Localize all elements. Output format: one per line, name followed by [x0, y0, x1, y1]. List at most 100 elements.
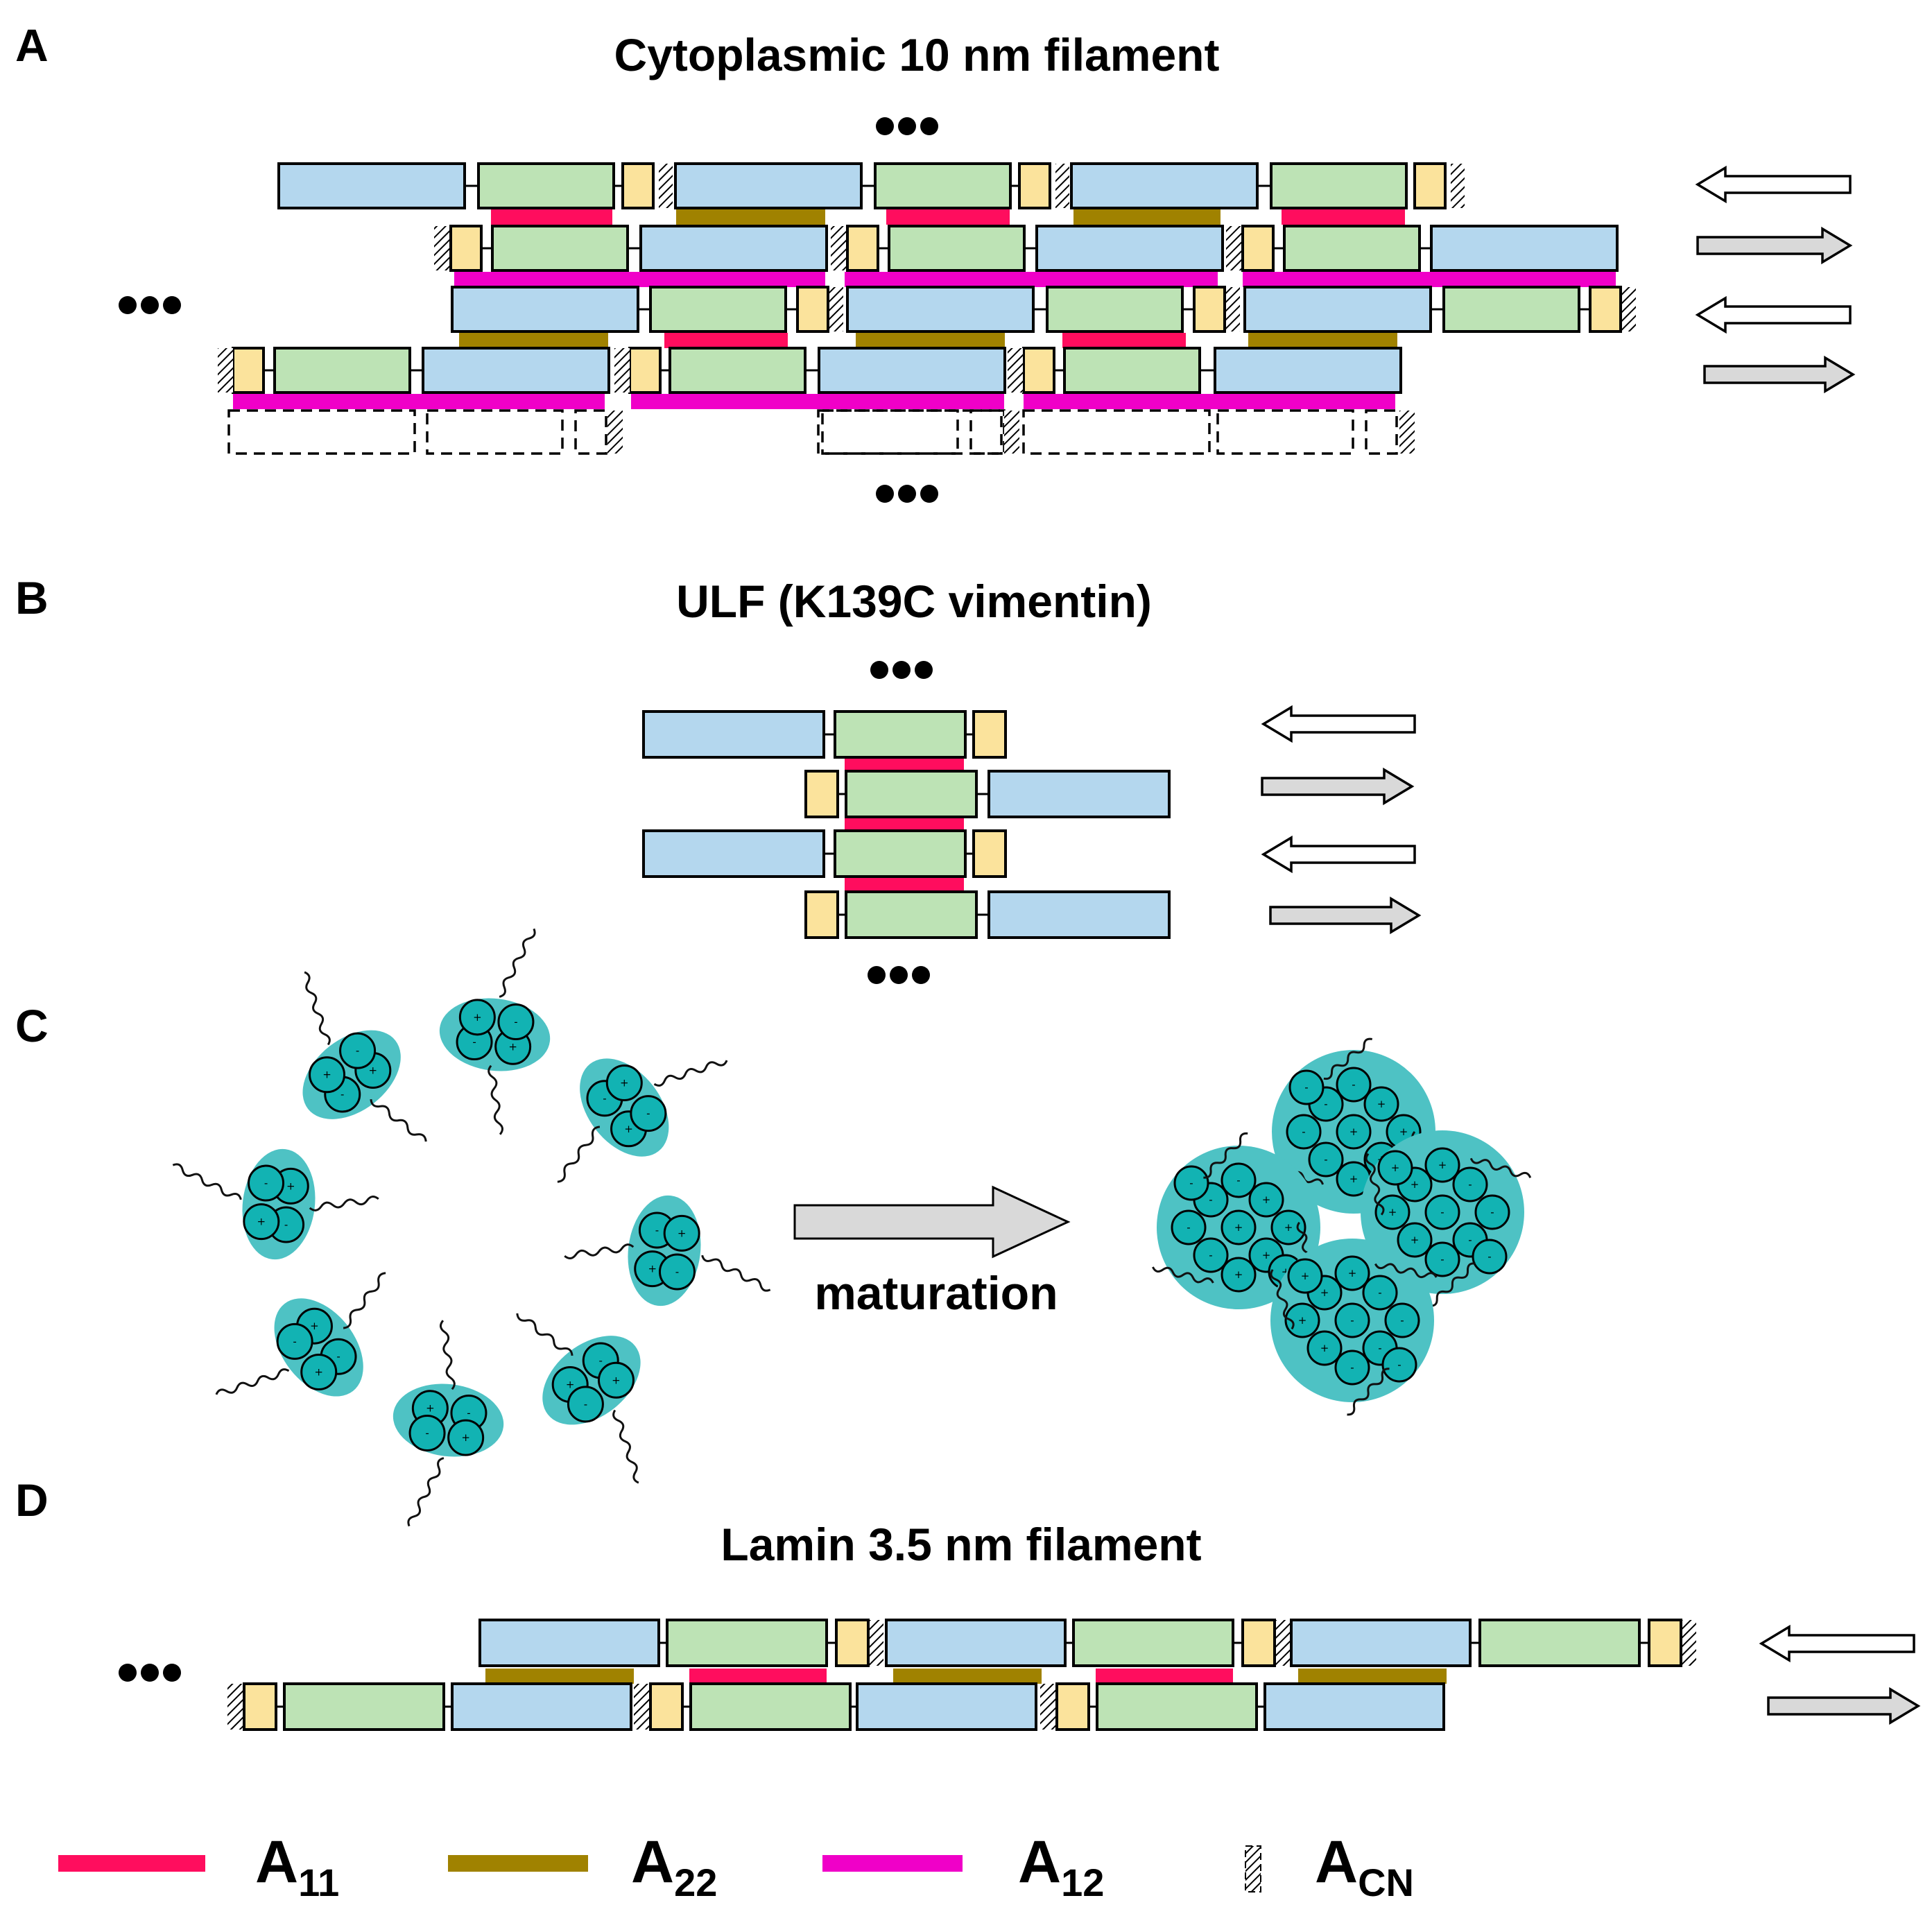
- ghost-segment: [817, 409, 1006, 455]
- tail-squiggle: [440, 1320, 456, 1390]
- charge-circle: [1424, 1194, 1460, 1230]
- charge-sign: -: [603, 1092, 606, 1105]
- segment-coil1: [1035, 225, 1224, 272]
- tail-squiggle: [653, 1060, 728, 1087]
- tail-squiggle: [1347, 1368, 1390, 1416]
- a11-bar: [689, 1669, 827, 1684]
- legend-acn-label: ACN: [1315, 1829, 1414, 1904]
- charge-sign: -: [356, 1044, 359, 1057]
- charge-sign: -: [467, 1406, 470, 1419]
- charge-sign: +: [473, 1011, 482, 1024]
- teal-lobe: [393, 1383, 504, 1457]
- charge-sign: +: [1320, 1286, 1329, 1299]
- segment-coil1: [1070, 162, 1259, 209]
- charge-circle: [597, 1361, 635, 1399]
- hatch-tick: [1055, 164, 1069, 208]
- charge-sign: +: [1262, 1249, 1271, 1261]
- segment-coil2: [1063, 347, 1201, 394]
- charge-sign: +: [1377, 1098, 1386, 1110]
- maturation-arrow-icon: [793, 1185, 1071, 1259]
- segment-coil1: [1263, 1682, 1445, 1731]
- charge-sign: -: [1490, 1206, 1494, 1218]
- charge-circle: [1288, 1069, 1325, 1105]
- segment-coil2: [1270, 162, 1408, 209]
- a11-bar: [886, 209, 1010, 225]
- tail-squiggle: [1374, 1263, 1438, 1279]
- charge-sign: -: [1487, 1250, 1491, 1263]
- panel-b-title: ULF (K139C vimentin): [676, 576, 1152, 627]
- tail-squiggle: [1365, 1153, 1385, 1216]
- direction-arrow-icon: [1261, 835, 1416, 874]
- charge-sign: -: [336, 1350, 340, 1363]
- charge-circle: [276, 1322, 313, 1360]
- charge-circle: [1363, 1086, 1399, 1122]
- segment-coil1: [885, 1619, 1067, 1667]
- ghost-segment: [574, 409, 607, 455]
- ellipsis-dots-icon: [876, 485, 938, 503]
- hatch-tick: [1226, 226, 1241, 270]
- segment-coil2: [888, 225, 1026, 272]
- tail-squiggle: [516, 1313, 573, 1356]
- a11-bar: [1096, 1669, 1233, 1684]
- a22-bar: [1248, 333, 1397, 348]
- panel-d-diagram: [119, 1619, 1921, 1731]
- segment-coil2: [477, 162, 615, 209]
- charge-sign: -: [1187, 1221, 1190, 1234]
- legend-a12-swatch: [822, 1855, 963, 1872]
- charge-sign: -: [293, 1335, 296, 1347]
- segment-coil1: [1430, 225, 1619, 272]
- segment-coil1: [1243, 286, 1432, 333]
- segment-head: [232, 347, 265, 394]
- a22-bar: [1073, 209, 1221, 225]
- charge-circle: [1334, 1350, 1370, 1386]
- dot: [141, 296, 159, 314]
- direction-arrow-icon: [1703, 355, 1856, 394]
- segment-head: [1589, 286, 1622, 333]
- segment-head: [1413, 162, 1447, 209]
- charge-sign: -: [1378, 1286, 1381, 1299]
- charge-circle: [1221, 1209, 1257, 1245]
- ghost-segment: [821, 409, 959, 455]
- tail-squiggle: [407, 1457, 445, 1527]
- hatch-tick: [634, 1684, 649, 1730]
- hatch-tick: [1399, 411, 1415, 454]
- charge-circle: [605, 1064, 643, 1102]
- a11-bar: [1282, 209, 1405, 225]
- charge-sign: -: [1236, 1174, 1240, 1187]
- legend-a22-label: A22: [631, 1829, 717, 1904]
- charge-sign: -: [514, 1016, 517, 1028]
- hatch-tick: [870, 1620, 883, 1666]
- charge-circle: [1308, 1141, 1344, 1178]
- open-ring-assembly: -++--++--++--++--++--++--++--++-: [172, 928, 771, 1527]
- charge-sign: +: [678, 1227, 687, 1239]
- segment-coil1: [856, 1682, 1037, 1731]
- a11-bar: [1062, 333, 1186, 348]
- tail-squiggle: [370, 1098, 427, 1142]
- charge-circle: [1384, 1302, 1420, 1338]
- charge-sign: -: [1352, 1078, 1355, 1091]
- charge-sign: +: [1234, 1221, 1243, 1234]
- charge-circle: [458, 999, 496, 1036]
- direction-arrow-icon: [1269, 896, 1422, 935]
- ellipsis-dots-icon: [868, 966, 930, 984]
- direction-arrow-icon: [1695, 295, 1852, 334]
- charge-sign: +: [1348, 1267, 1357, 1279]
- charge-circle: [1452, 1166, 1488, 1202]
- segment-coil2: [874, 162, 1012, 209]
- charge-circle: [243, 1203, 280, 1241]
- charge-sign: -: [1468, 1178, 1472, 1191]
- charge-sign: -: [1350, 1314, 1354, 1327]
- direction-arrow-icon: [1696, 226, 1853, 265]
- segment-head: [628, 347, 662, 394]
- charge-circle: [567, 1386, 604, 1423]
- charge-sign: -: [1302, 1126, 1305, 1138]
- hatch-tick: [1622, 287, 1636, 331]
- charge-sign: +: [1284, 1221, 1293, 1234]
- charge-sign: +: [310, 1320, 319, 1332]
- teal-lobe: [580, 1058, 669, 1157]
- legend-a12-label: A12: [1018, 1829, 1104, 1904]
- charge-sign: -: [1324, 1153, 1327, 1166]
- charge-sign: -: [1324, 1098, 1327, 1110]
- charge-sign: +: [620, 1077, 629, 1089]
- charge-sign: -: [1304, 1081, 1308, 1094]
